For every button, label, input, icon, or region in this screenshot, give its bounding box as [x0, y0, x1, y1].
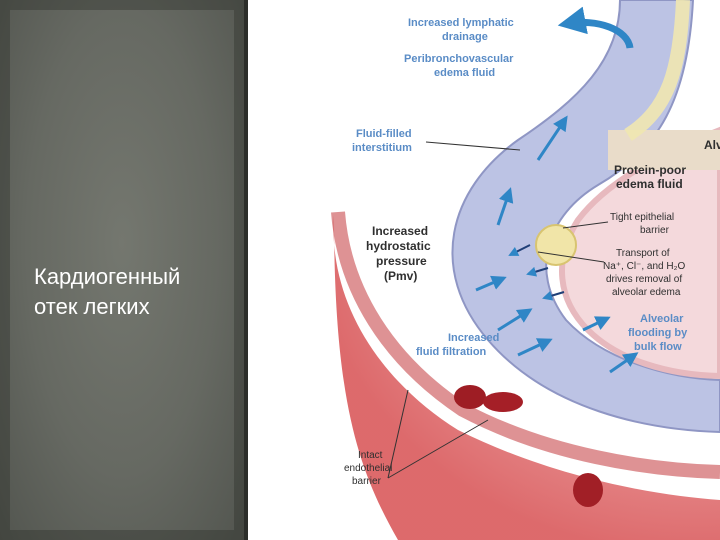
transport-arrow: [542, 290, 565, 301]
flow-arrow: [497, 308, 533, 332]
label-endothelial: Intact: [358, 450, 383, 461]
label-transport: Na⁺, Cl⁻, and H₂O: [603, 261, 685, 272]
epithelial-lining: [624, 0, 690, 141]
flow-arrow: [609, 352, 639, 374]
left-panel: Кардиогенный отек легких: [0, 0, 244, 540]
label-endothelial: barrier: [352, 476, 382, 487]
flow-arrow: [475, 275, 507, 292]
label-hydrostatic: pressure: [376, 254, 427, 268]
flow-arrow: [582, 316, 611, 332]
flow-arrow: [536, 115, 568, 161]
label-lymphatic: Increased lymphatic: [408, 17, 514, 29]
vessel-lumen: [333, 215, 720, 540]
label-hydrostatic: (Pmv): [384, 269, 417, 283]
label-interstitium: interstitium: [352, 142, 412, 154]
vessel-endothelium: [331, 211, 720, 479]
label-hydrostatic: Increased: [372, 224, 428, 238]
red-blood-cell: [454, 385, 486, 409]
lymphatic-arrow: [557, 6, 634, 49]
label-filtration: Increased: [448, 332, 499, 344]
label-tight-barrier: Tight epithelial: [610, 212, 674, 223]
alveolus-gas-space: [608, 130, 720, 170]
label-flooding: bulk flow: [634, 341, 682, 353]
slide-title: Кардиогенный отек легких: [34, 264, 181, 319]
label-transport: drives removal of: [606, 274, 682, 285]
panel-divider: [244, 0, 248, 540]
transport-arrow: [526, 266, 549, 277]
flow-arrow: [517, 338, 553, 357]
diagram-canvas: Increased lymphatic drainage Peribroncho…: [320, 0, 720, 540]
red-blood-cell: [483, 392, 523, 412]
label-protein-poor: edema fluid: [616, 177, 683, 191]
epithelial-cell: [535, 224, 577, 266]
red-blood-cell: [573, 473, 603, 507]
label-flooding: flooding by: [628, 327, 688, 339]
label-peribronchovascular: Peribronchovascular: [404, 53, 514, 65]
label-transport: alveolar edema: [612, 287, 681, 298]
label-hydrostatic: hydrostatic: [366, 239, 431, 253]
label-alveolus: Alv: [704, 138, 720, 152]
label-protein-poor: Protein-poor: [614, 163, 686, 177]
label-lymphatic: drainage: [442, 31, 488, 43]
flow-arrow: [496, 187, 514, 226]
label-flooding: Alveolar: [640, 313, 684, 325]
label-peribronchovascular: edema fluid: [434, 67, 495, 79]
edema-diagram: Increased lymphatic drainage Peribroncho…: [248, 0, 720, 540]
label-endothelial: endothelial: [344, 463, 392, 474]
transport-arrow: [508, 244, 531, 256]
label-tight-barrier: barrier: [640, 225, 670, 236]
label-transport: Transport of: [616, 248, 670, 259]
label-filtration: fluid filtration: [416, 346, 487, 358]
leader-lines: [387, 141, 609, 479]
label-interstitium: Fluid-filled: [356, 128, 412, 140]
